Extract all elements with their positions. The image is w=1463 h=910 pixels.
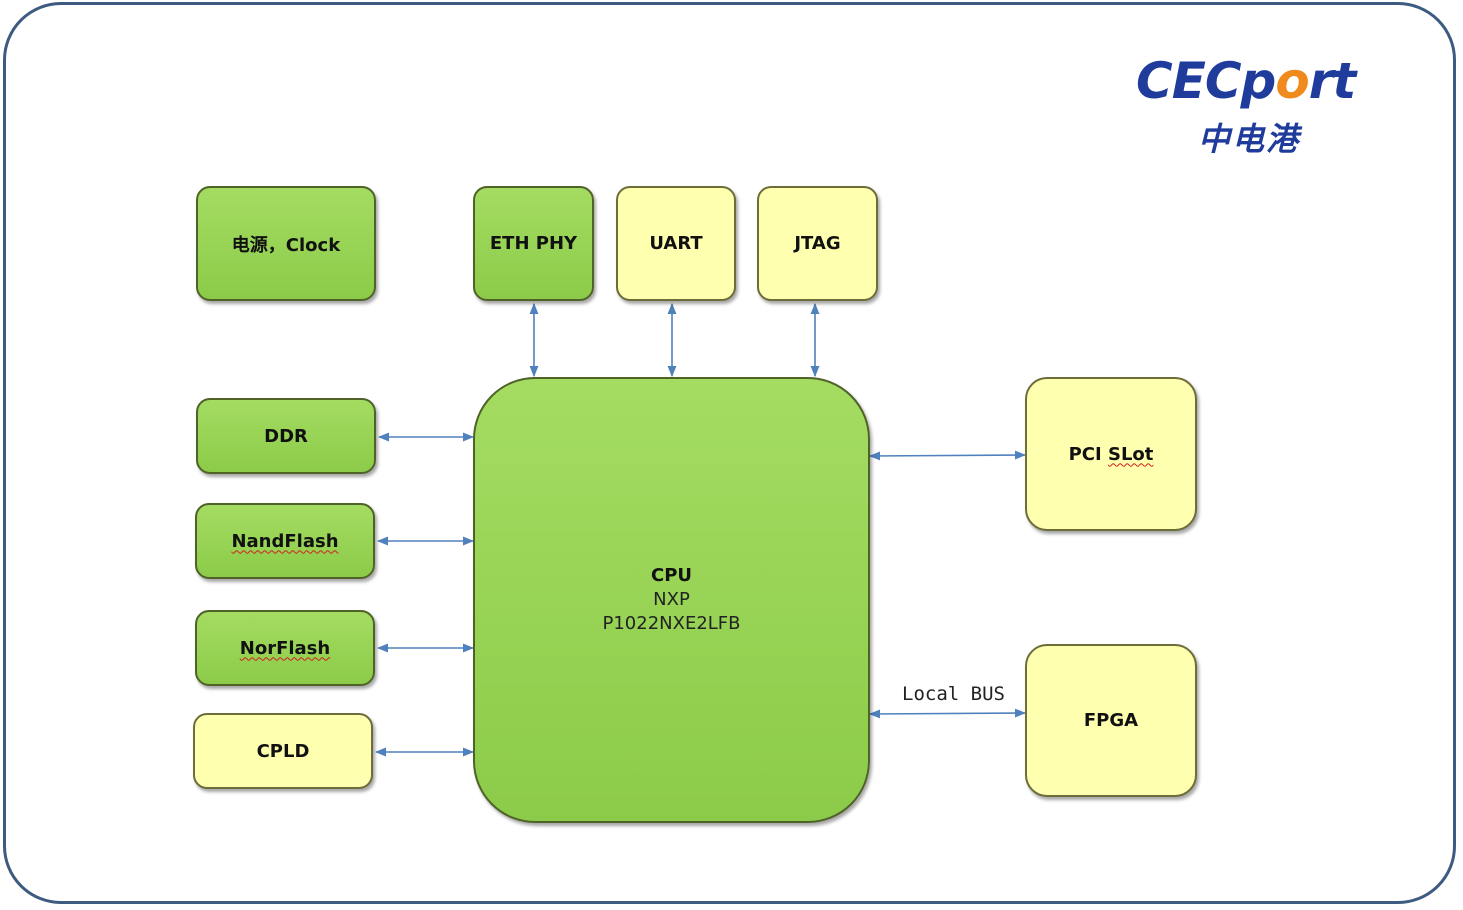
block-cpld: CPLD: [193, 713, 373, 789]
arrow-cpu-pci: [868, 450, 1027, 461]
block-cpu: CPU NXP P1022NXE2LFB: [473, 377, 870, 823]
block-cpu-title: CPU: [650, 565, 693, 586]
block-nandflash: NandFlash: [195, 503, 375, 579]
block-fpga: FPGA: [1025, 644, 1197, 797]
block-ddr-label: DDR: [264, 425, 308, 447]
block-power-clock: 电源，Clock: [196, 186, 376, 301]
block-cpld-label: CPLD: [256, 740, 310, 762]
block-eth-phy: ETH PHY: [473, 186, 594, 301]
block-uart-label: UART: [649, 233, 703, 254]
block-ddr: DDR: [196, 398, 376, 474]
block-jtag: JTAG: [757, 186, 878, 301]
block-nandflash-label: NandFlash: [231, 530, 339, 552]
block-uart: UART: [616, 186, 736, 301]
logo-brand-text: CECport: [1136, 52, 1356, 110]
arrow-cpu-fpga: [868, 708, 1027, 719]
block-norflash: NorFlash: [195, 610, 375, 686]
block-norflash-label: NorFlash: [239, 637, 331, 659]
logo-brand-cn: 中电港: [1198, 120, 1301, 158]
block-fpga-label: FPGA: [1083, 710, 1139, 731]
cecport-logo: CECport 中电港: [1130, 52, 1400, 162]
local-bus-label: Local BUS: [902, 683, 1005, 705]
block-cpu-part: P1022NXE2LFB: [602, 613, 741, 634]
block-cpu-vendor: NXP: [653, 589, 690, 610]
block-eth-phy-label: ETH PHY: [489, 233, 578, 254]
block-jtag-label: JTAG: [794, 233, 841, 254]
block-power-clock-label: 电源，Clock: [231, 234, 341, 256]
block-pci-slot: PCI SLot: [1025, 377, 1197, 531]
block-pci-slot-label: PCI SLot: [1068, 443, 1154, 465]
